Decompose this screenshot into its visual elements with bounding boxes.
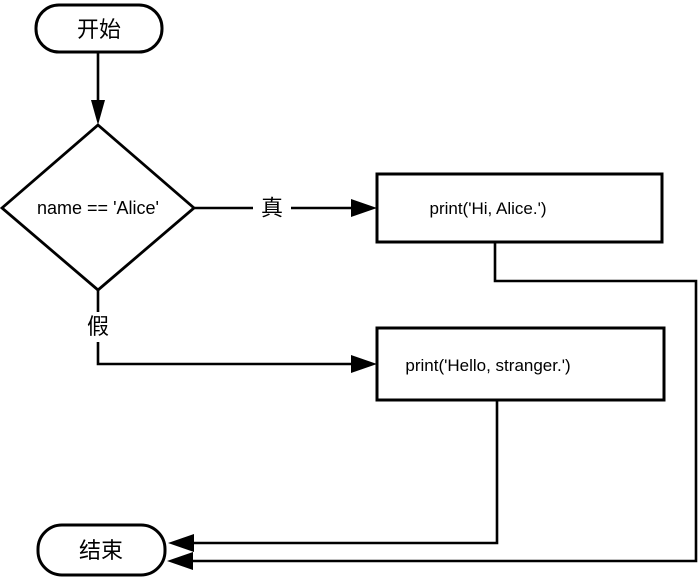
arrowhead-left-lower-icon [167,552,193,570]
arrowhead-left-upper-icon [168,534,194,552]
edge-process-true-to-end [167,242,698,570]
start-node: 开始 [34,3,164,54]
edge-decision-false-line-2 [96,342,352,366]
process-true-node-shape [375,172,664,244]
end-node-shape [36,523,167,577]
decision-node: name == 'Alice' [0,123,197,292]
arrowhead-right-icon [351,199,377,217]
edge-decision-false: 假 [87,290,377,373]
edge-start-to-decision [91,51,105,125]
edge-decision-true: 真 [194,196,377,221]
process-false-node: print('Hello, stranger.') [375,326,666,402]
decision-node-label: name == 'Alice' [37,198,159,218]
arrowhead-down-icon [91,100,105,125]
end-node-label: 结束 [79,538,123,563]
arrowhead-right-lower-icon [351,355,377,373]
edge-process-true-to-end-line [193,242,698,563]
process-true-node-label: print('Hi, Alice.') [429,199,546,218]
edge-process-false-to-end [168,400,499,552]
edge-decision-false-label: 假 [87,314,109,339]
end-node: 结束 [36,523,167,577]
process-false-node-label: print('Hello, stranger.') [405,356,570,375]
process-true-node: print('Hi, Alice.') [375,172,664,244]
edge-process-false-to-end-line [194,400,499,545]
process-false-node-shape [375,326,666,402]
start-node-label: 开始 [77,17,121,42]
edge-decision-true-label: 真 [261,196,283,221]
